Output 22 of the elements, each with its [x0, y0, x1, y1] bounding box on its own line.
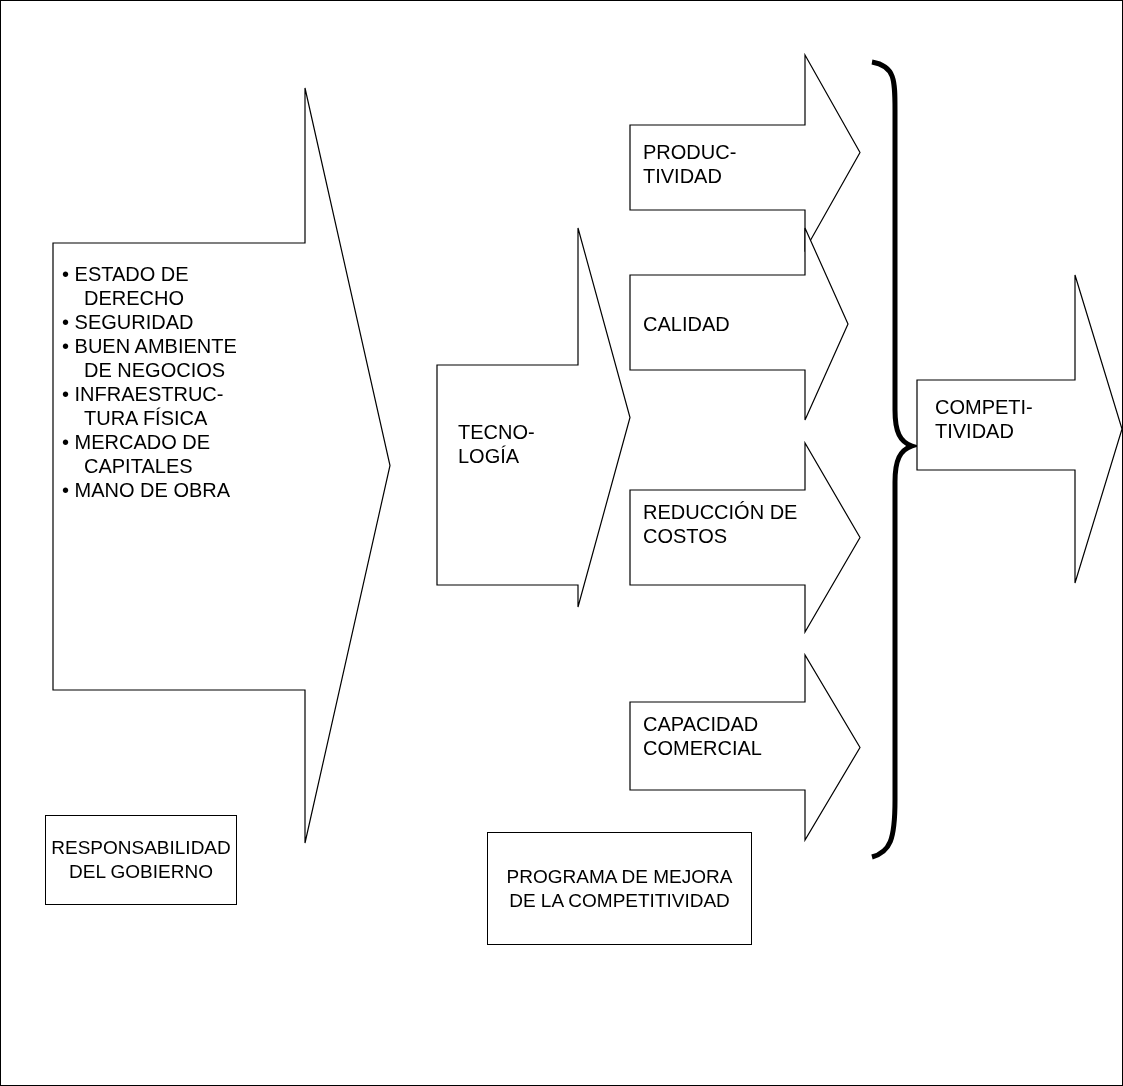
- arrow-shape: [53, 88, 390, 843]
- arrow-label: CAPACIDAD COMERCIAL: [643, 712, 763, 760]
- text-box: [45, 815, 237, 905]
- box-label: RESPONSABILIDAD DEL GOBIERNO: [50, 836, 232, 884]
- bullet-item: • MERCADO DE CAPITALES: [62, 430, 212, 478]
- arrow-label: COMPETI- TIVIDAD: [935, 395, 1034, 443]
- text-box: [487, 832, 752, 945]
- arrow-label: TECNO- LOGÍA: [458, 420, 536, 468]
- arrow-shape: [917, 275, 1122, 583]
- arrow-shape: [437, 228, 630, 607]
- arrow-label: PRODUC- TIVIDAD: [643, 140, 738, 188]
- bullet-item: • BUEN AMBIENTE DE NEGOCIOS: [62, 334, 238, 382]
- bullet-item: • SEGURIDAD: [62, 310, 195, 334]
- bullet-item: • INFRAESTRUC- TURA FÍSICA: [62, 382, 225, 430]
- arrow-shape: [630, 443, 860, 632]
- bullet-item: • ESTADO DE DERECHO: [62, 262, 190, 310]
- arrow-shape: [630, 228, 848, 420]
- arrow-label: REDUCCIÓN DE COSTOS: [643, 500, 798, 548]
- arrow-shape: [630, 655, 860, 840]
- bullet-item: • MANO DE OBRA: [62, 478, 232, 502]
- arrow-label: CALIDAD: [643, 312, 731, 336]
- box-label: PROGRAMA DE MEJORA DE LA COMPETITIVIDAD: [505, 864, 734, 913]
